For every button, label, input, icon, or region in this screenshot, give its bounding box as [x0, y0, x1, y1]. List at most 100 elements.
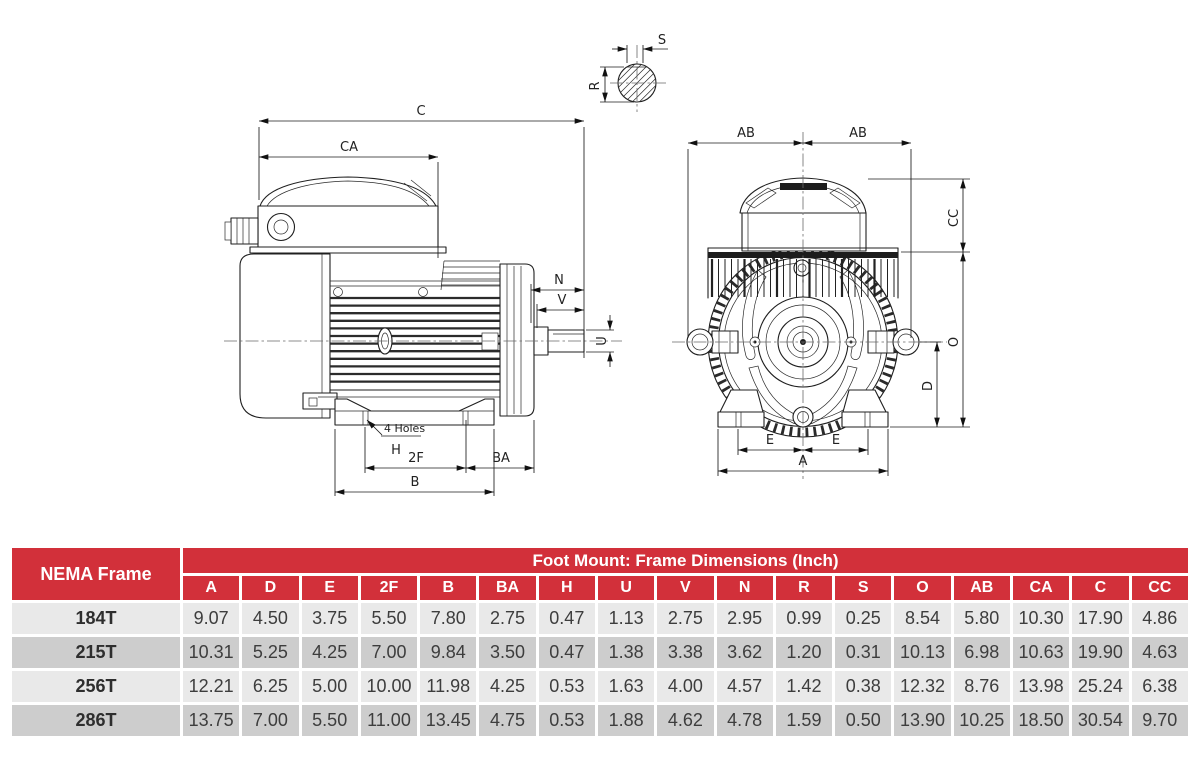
table-cell: 9.07 [183, 603, 240, 634]
column-header-V: V [657, 576, 714, 600]
table-cell: 5.50 [360, 603, 418, 634]
frame-size-cell: 286T [12, 705, 180, 736]
table-cell: 0.31 [835, 637, 892, 668]
dim-label-ba: BA [492, 451, 510, 466]
holes-note: 4 Holes [384, 422, 425, 435]
dim-label-e-left: E [766, 433, 774, 448]
row-header-label: NEMA Frame [12, 548, 180, 600]
table-cell: 0.50 [835, 705, 892, 736]
dim-label-h: H [391, 443, 401, 458]
mounting-feet-end [717, 389, 889, 428]
shaft-section-detail: S R [588, 33, 668, 112]
table-cell: 1.42 [775, 671, 833, 702]
dim-label-s: S [658, 33, 666, 48]
dim-label-u: U [595, 336, 610, 346]
table-cell: 12.21 [183, 671, 240, 702]
table-cell: 1.88 [597, 705, 655, 736]
dim-label-e-right: E [832, 433, 840, 448]
table-cell: 1.13 [597, 603, 655, 634]
dim-label-2f: 2F [408, 451, 424, 466]
table-cell: 13.98 [1012, 671, 1070, 702]
table-cell: 1.38 [597, 637, 655, 668]
screw-icon [418, 287, 428, 297]
table-cell: 2.95 [716, 603, 773, 634]
frame-size-cell: 256T [12, 671, 180, 702]
dim-s [612, 45, 668, 63]
dim-label-ca: CA [340, 140, 358, 155]
table-cell: 9.84 [420, 637, 477, 668]
table-cell: 13.45 [420, 705, 477, 736]
table-cell: 3.75 [301, 603, 358, 634]
dim-label-cc: CC [947, 209, 962, 227]
column-header-D: D [242, 576, 299, 600]
dim-label-ab-right: AB [849, 126, 867, 141]
dim-label-d: D [921, 381, 936, 391]
table-cell: 4.78 [716, 705, 773, 736]
table-cell: 5.50 [301, 705, 358, 736]
table-cell: 4.50 [242, 603, 299, 634]
stator-bell [239, 253, 331, 419]
dim-label-c: C [416, 104, 425, 119]
column-header-2F: 2F [360, 576, 418, 600]
table-cell: 19.90 [1072, 637, 1129, 668]
table-cell: 1.63 [597, 671, 655, 702]
hub-detail [481, 332, 499, 351]
dimensions-table-section: NEMA Frame Foot Mount: Frame Dimensions … [9, 545, 1191, 739]
table-cell: 5.80 [953, 603, 1010, 634]
terminal-box-end [739, 177, 867, 252]
table-cell: 2.75 [479, 603, 536, 634]
column-header-S: S [835, 576, 892, 600]
dim-r [600, 66, 634, 103]
dim-label-b: B [411, 475, 420, 490]
column-header-H: H [538, 576, 595, 600]
side-view: C CA N V U 4 Holes H 2F BA B [224, 104, 622, 496]
table-cell: 5.25 [242, 637, 299, 668]
table-cell: 4.25 [301, 637, 358, 668]
column-header-R: R [775, 576, 833, 600]
column-header-N: N [716, 576, 773, 600]
column-header-O: O [894, 576, 951, 600]
table-cell: 30.54 [1072, 705, 1129, 736]
table-cell: 3.38 [657, 637, 714, 668]
lid-handle [780, 183, 827, 190]
dim-label-a: A [799, 454, 808, 469]
table-cell: 2.75 [657, 603, 714, 634]
table-cell: 7.80 [420, 603, 477, 634]
table-cell: 17.90 [1072, 603, 1129, 634]
table-cell: 11.98 [420, 671, 477, 702]
table-cell: 0.38 [835, 671, 892, 702]
mounting-feet [334, 398, 495, 426]
table-cell: 10.31 [183, 637, 240, 668]
end-view: AB AB CC O D E E A [672, 126, 970, 479]
column-header-CA: CA [1012, 576, 1070, 600]
table-cell: 3.62 [716, 637, 773, 668]
table-cell: 6.38 [1131, 671, 1188, 702]
table-cell: 4.00 [657, 671, 714, 702]
table-cell: 0.47 [538, 637, 595, 668]
frame-size-cell: 215T [12, 637, 180, 668]
column-header-E: E [301, 576, 358, 600]
dim-label-r: R [588, 81, 603, 90]
table-cell: 8.76 [953, 671, 1010, 702]
table-cell: 8.54 [894, 603, 951, 634]
end-bracket [499, 263, 535, 417]
upper-fin-stack [440, 260, 500, 291]
table-cell: 12.32 [894, 671, 951, 702]
table-cell: 11.00 [360, 705, 418, 736]
table-cell: 6.98 [953, 637, 1010, 668]
table-cell: 4.86 [1131, 603, 1188, 634]
column-header-U: U [597, 576, 655, 600]
table-cell: 4.75 [479, 705, 536, 736]
side-view-dimensions [258, 118, 614, 496]
frame-dimensions-table: NEMA Frame Foot Mount: Frame Dimensions … [9, 545, 1191, 739]
table-cell: 4.62 [657, 705, 714, 736]
table-cell: 6.25 [242, 671, 299, 702]
table-cell: 0.99 [775, 603, 833, 634]
column-header-C: C [1072, 576, 1129, 600]
